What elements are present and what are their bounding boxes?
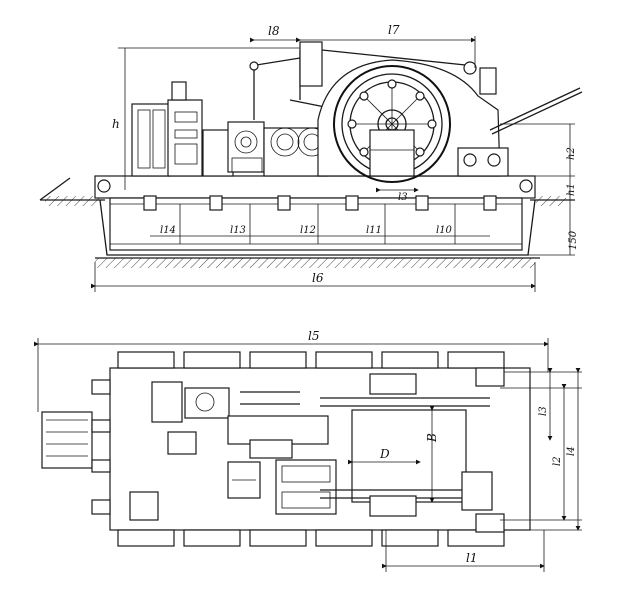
dim-l2-label: l2 [552,456,563,466]
side-dimensions: h l8 l7 h2 h1 150 l3 l14 l13 l12 l1 [91,23,579,292]
gearbox [263,127,329,177]
dim-l13-label: l13 [230,225,246,236]
control-cabinet [131,81,203,177]
dim-l10-label: l10 [436,225,453,236]
anchor-bolts [143,195,497,211]
dim-l11-label: l11 [366,225,382,236]
plan-beams [117,351,505,547]
dim-l7-label: l7 [388,23,400,37]
dim-h2-label: h2 [566,147,577,160]
brake-lever [249,41,477,120]
plan-ladder [41,379,111,515]
dim-l4-label: l4 [566,446,577,456]
dim-l12-label: l12 [300,225,316,236]
dim-150-label: 150 [568,230,579,250]
wire-rope [489,87,583,135]
foundation-pit [99,199,536,256]
dim-l3-label: l3 [538,406,549,416]
dim-l1-label: l1 [466,551,477,565]
side-view: h l8 l7 h2 h1 150 l3 l14 l13 l12 l1 [39,23,583,292]
plan-drum [320,367,505,533]
dim-l8-label: l8 [268,24,280,38]
plan-equipment [129,381,337,521]
plan-bottom-dimension: l1 [382,530,545,572]
dim-l14-label: l14 [160,225,176,236]
plan-dimensions-internal: B D [348,406,439,503]
plan-right-dimensions: l3 l2 l4 [500,368,582,531]
dim-l6-label: l6 [312,271,324,285]
winch-drum [317,59,501,183]
dim-h-label: h [112,117,120,131]
plan-view: l5 [34,329,582,572]
rope-guide [457,67,509,177]
dim-l5-label: l5 [308,329,319,343]
dim-B-label: B [425,433,439,443]
lifting-eye-left [97,179,111,193]
dim-D-label: D [379,447,390,461]
dim-l3-small-label: l3 [398,192,408,203]
base-frame [94,175,536,251]
lifting-eye-right [519,179,533,193]
motor [202,121,265,177]
dim-h1-label: h1 [566,183,577,196]
